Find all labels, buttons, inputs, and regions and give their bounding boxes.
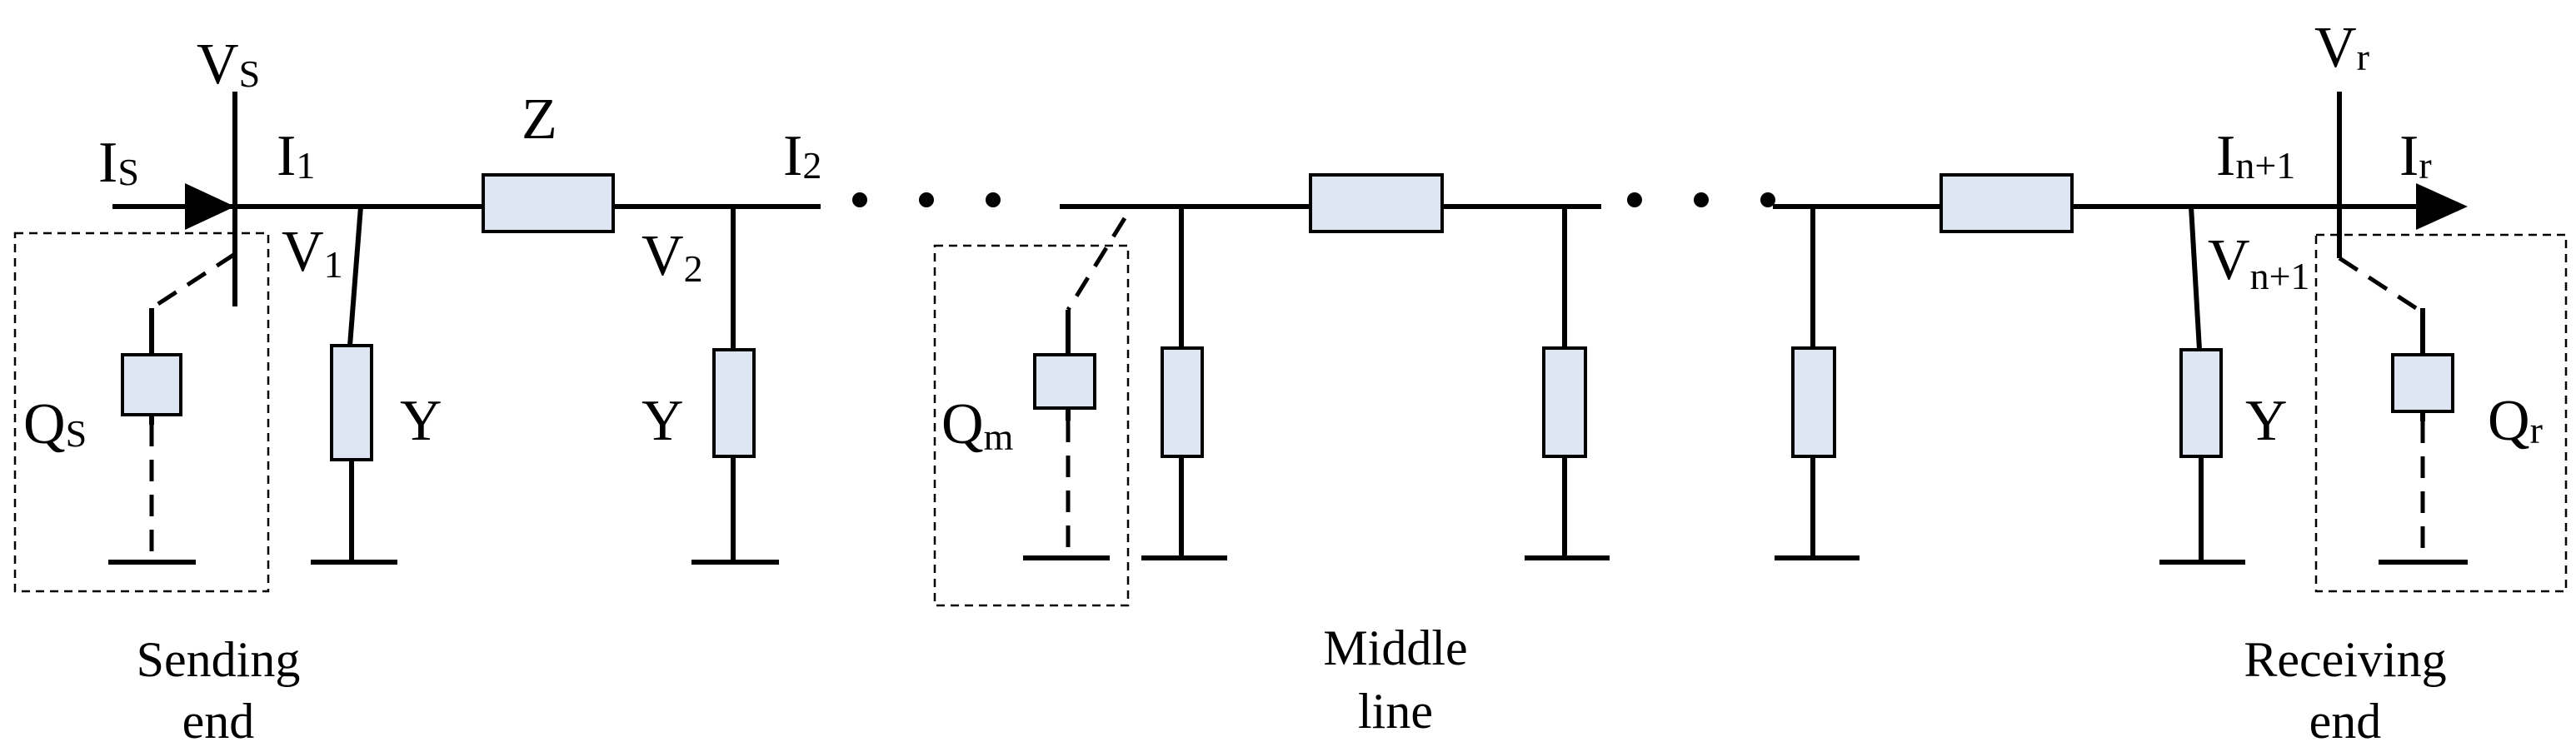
series-impedance-middle — [1309, 173, 1444, 233]
receiving-compensator — [2338, 256, 2468, 565]
ellipsis-dots-left — [852, 192, 1001, 207]
shunt-admittance-2 — [691, 207, 779, 565]
label-vr: Vr — [2314, 16, 2369, 80]
shunt-admittance-4 — [1525, 207, 1610, 560]
label-y3: Y — [2245, 389, 2288, 453]
receiving-end-region — [2314, 233, 2568, 593]
caption-receiving-line2: end — [2309, 694, 2382, 749]
shunt-admittance-5 — [1775, 207, 1860, 560]
label-y1: Y — [400, 389, 442, 453]
shunt-admittance-6 — [2159, 206, 2245, 565]
shunt-admittance-1 — [311, 206, 397, 565]
label-qm: Qm — [941, 392, 1014, 458]
caption-receiving-line1: Receiving — [2244, 632, 2446, 687]
middle-compensator — [1023, 217, 1127, 560]
receiving-current-arrow — [2416, 183, 2468, 230]
series-impedance-receiving — [1939, 173, 2074, 233]
label-y2: Y — [642, 389, 684, 453]
sending-end-region — [13, 232, 270, 593]
label-i2: I2 — [783, 124, 821, 188]
label-vn1: Vn+1 — [2208, 228, 2310, 297]
shunt-admittance-3 — [1141, 207, 1227, 560]
label-is: IS — [98, 131, 139, 195]
caption-middle-line1: Middle — [1323, 620, 1467, 675]
caption-sending-line2: end — [182, 694, 255, 749]
label-ir: Ir — [2399, 124, 2432, 188]
label-v2: V2 — [642, 224, 703, 290]
ellipsis-dots-right — [1627, 192, 1775, 207]
label-in1: In+1 — [2216, 124, 2295, 188]
label-vs: VS — [197, 32, 260, 97]
label-qs: QS — [23, 392, 87, 456]
caption-sending-line1: Sending — [137, 632, 301, 687]
sending-compensator — [108, 251, 237, 565]
sending-current-arrow — [185, 183, 235, 230]
label-i1: I1 — [277, 124, 315, 188]
label-z: Z — [522, 87, 557, 152]
caption-middle-line2: line — [1358, 684, 1433, 739]
series-impedance-z — [482, 173, 615, 233]
label-v1: V1 — [282, 220, 343, 286]
label-qr: Qr — [2488, 389, 2543, 453]
middle-compensation-region — [933, 244, 1130, 607]
